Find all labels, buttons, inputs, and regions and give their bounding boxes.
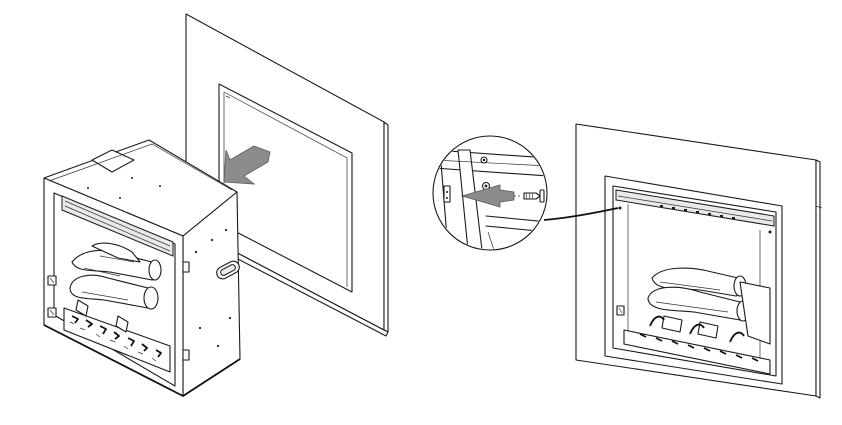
- installed-ember-bed: [623, 315, 771, 375]
- installed-log-set: [647, 267, 771, 345]
- header-vents: [660, 205, 735, 219]
- firebox-insert: [43, 139, 241, 397]
- screw-arrow-icon: [460, 184, 515, 208]
- log-set: [69, 242, 162, 310]
- insert-arrow-icon: [223, 145, 271, 185]
- detail-callout: [432, 135, 619, 251]
- installed-firebox: [575, 123, 823, 399]
- screw-icon: [514, 189, 545, 203]
- ember-bed: [63, 299, 171, 373]
